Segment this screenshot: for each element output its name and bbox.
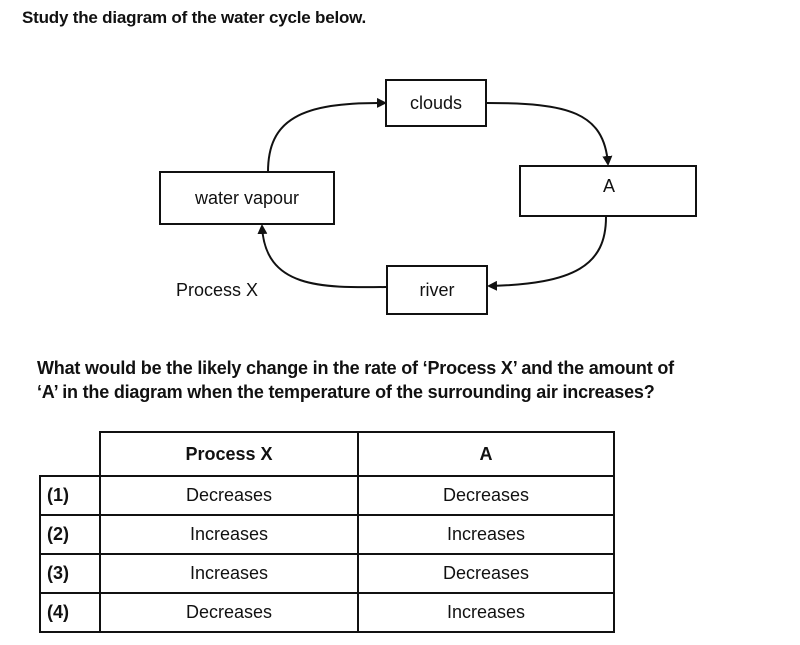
- a-value: Increases: [357, 514, 615, 555]
- instruction-text: Study the diagram of the water cycle bel…: [22, 8, 367, 27]
- clouds-box: [385, 79, 487, 127]
- option-number: (2): [39, 514, 101, 555]
- a-value: Decreases: [357, 553, 615, 594]
- water-vapour-box: [159, 171, 335, 225]
- arrow-clouds-to-a: [486, 102, 613, 166]
- question-line-1: What would be the likely change in the r…: [37, 358, 674, 378]
- option-number: (4): [39, 592, 101, 633]
- answer-options-table: Process X A (1) Decreases Decreases (2) …: [39, 431, 615, 633]
- option-number: (1): [39, 475, 101, 516]
- arrow-vapour-to-clouds: [267, 97, 387, 173]
- question-text: What would be the likely change in the r…: [37, 356, 797, 404]
- arrow-a-to-river: [487, 216, 607, 291]
- arrow-river-to-vapour: [257, 224, 387, 289]
- clouds-label: clouds: [410, 93, 462, 113]
- water-vapour-label: water vapour: [194, 188, 299, 208]
- process-x-value: Increases: [99, 553, 359, 594]
- process-x-label: Process X: [176, 280, 258, 300]
- table-row: (3) Increases Decreases: [39, 553, 615, 594]
- table-header-row: Process X A: [40, 431, 615, 477]
- table-row: (2) Increases Increases: [39, 514, 615, 555]
- table-row: (4) Decreases Increases: [39, 592, 615, 633]
- table-row: (1) Decreases Decreases: [39, 475, 615, 516]
- a-box: [519, 165, 697, 217]
- a-value: Decreases: [357, 475, 615, 516]
- process-x-value: Decreases: [99, 592, 359, 633]
- table-header-process-x: Process X: [99, 431, 359, 477]
- question-line-2: ‘A’ in the diagram when the temperature …: [37, 382, 655, 402]
- river-box: [386, 265, 488, 315]
- option-number: (3): [39, 553, 101, 594]
- process-x-value: Increases: [99, 514, 359, 555]
- process-x-value: Decreases: [99, 475, 359, 516]
- table-header-blank: [40, 432, 101, 477]
- table-header-a: A: [357, 431, 615, 477]
- a-label: A: [603, 176, 615, 196]
- a-value: Increases: [357, 592, 615, 633]
- river-label: river: [420, 280, 455, 300]
